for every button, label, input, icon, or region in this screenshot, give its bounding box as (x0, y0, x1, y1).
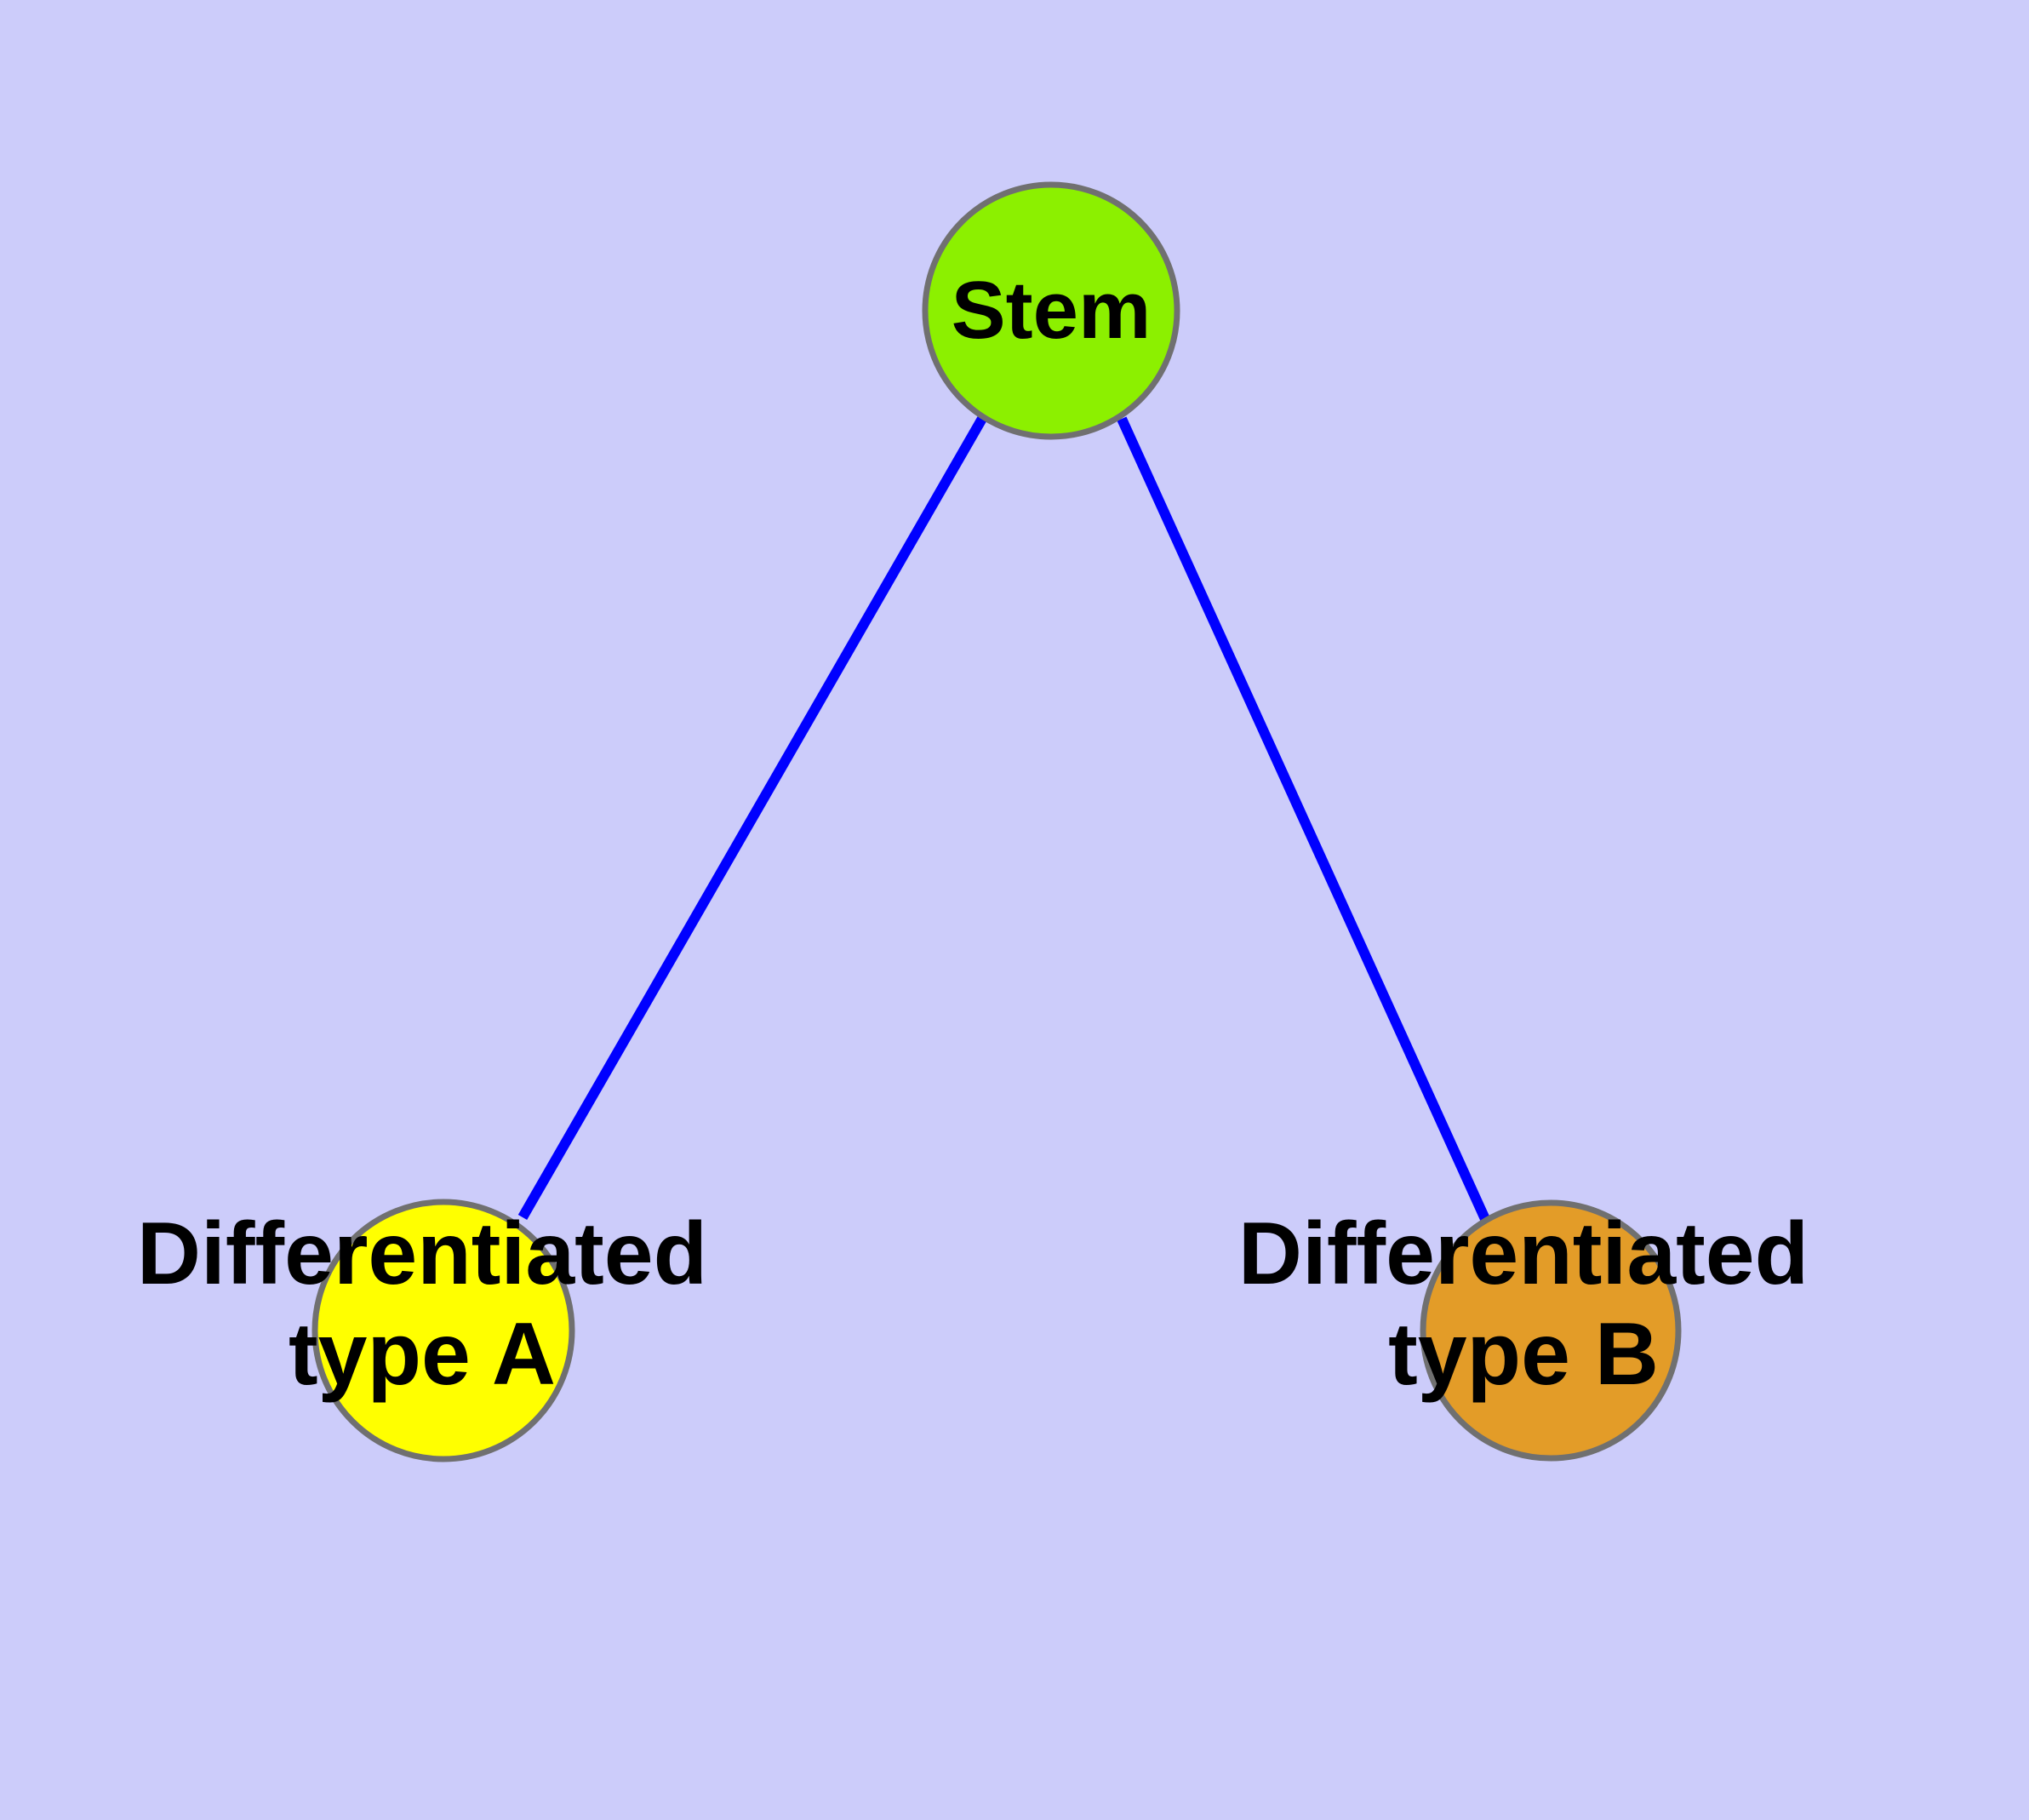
node-stem[interactable]: Stem (922, 181, 1180, 440)
node-differentiated-type-b-circle[interactable] (1420, 1199, 1682, 1462)
node-stem-label: Stem (952, 265, 1152, 356)
node-differentiated-type-a-circle[interactable] (311, 1199, 575, 1462)
edges-group (517, 415, 1490, 1222)
edge-stem-to-type-b[interactable] (1117, 416, 1490, 1222)
node-stem-circle[interactable] (922, 181, 1180, 440)
edge-stem-to-type-a[interactable] (517, 415, 988, 1220)
